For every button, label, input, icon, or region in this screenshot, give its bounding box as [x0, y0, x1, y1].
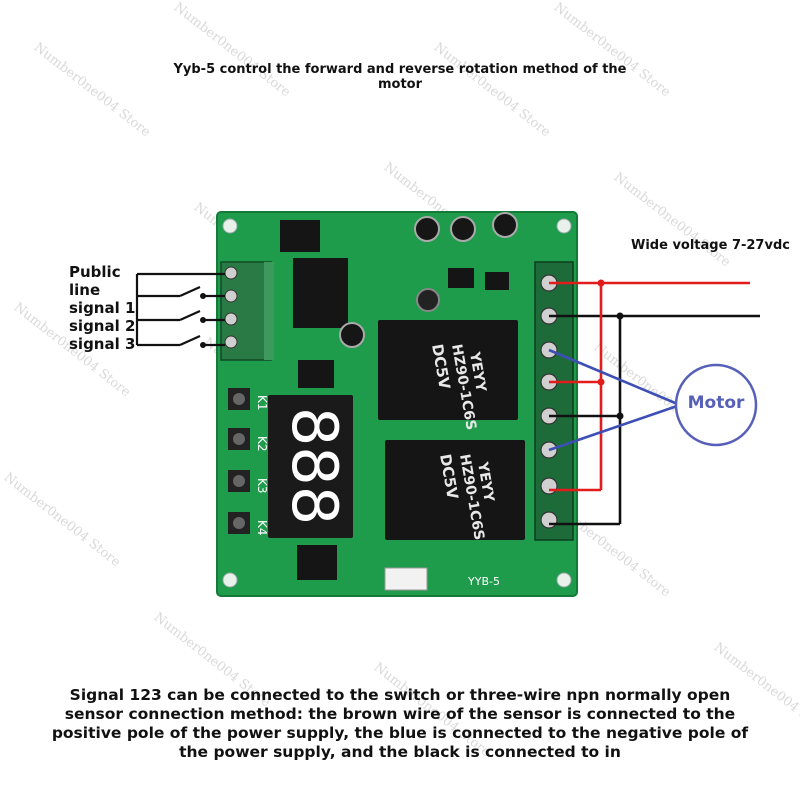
- board-model: YYB-5: [467, 575, 500, 588]
- mounting-holes: [222, 218, 572, 588]
- power-voltage-label: Wide voltage 7-27vdc: [631, 238, 790, 253]
- key-label-k2: K2: [255, 436, 269, 452]
- relay-2: YEYY HZ90-1C6S DC5V: [385, 440, 525, 541]
- motor-symbol: [674, 363, 758, 447]
- key-button-k3[interactable]: [228, 470, 250, 492]
- title-line-2: motor: [377, 77, 423, 92]
- key-label-k3: K3: [255, 478, 269, 494]
- input-terminal-block: [220, 261, 274, 361]
- power-wiring: [548, 281, 760, 526]
- bottom-connector: [384, 567, 428, 591]
- key-label-k1: K1: [255, 395, 269, 411]
- relay-2-brand: YEYY: [474, 460, 497, 504]
- description: Signal 123 can be connected to the switc…: [20, 686, 780, 762]
- description-line-1: Signal 123 can be connected to the switc…: [69, 686, 731, 704]
- signal-labels: Public line signal 1 signal 2 signal 3: [69, 263, 135, 353]
- label-signal-1: signal 1: [69, 299, 136, 317]
- capacitors: [339, 212, 518, 348]
- motor-label: Motor: [687, 393, 745, 413]
- key-buttons: K1 K2 K3 K4: [228, 388, 269, 536]
- description-line-4: the power supply, and the black is conne…: [179, 743, 621, 761]
- display-digits: 888: [278, 407, 351, 525]
- description-line-3: positive pole of the power supply, the b…: [51, 724, 749, 742]
- wire-junctions: [597, 279, 624, 420]
- key-label-k4: K4: [255, 520, 269, 536]
- diagram-title: Yyb-5 control the forward and reverse ro…: [160, 62, 640, 92]
- relay-1: YEYY HZ90-1C6S DC5V: [378, 320, 518, 431]
- key-button-k2[interactable]: [228, 428, 250, 450]
- key-button-k4[interactable]: [228, 512, 250, 534]
- signal-switch-wiring: [135, 272, 225, 347]
- relay-1-brand: YEYY: [466, 350, 489, 394]
- seven-segment-display: 888: [268, 395, 353, 538]
- description-line-2: sensor connection method: the brown wire…: [64, 705, 736, 723]
- power-terminal-block: [534, 261, 574, 541]
- title-line-1: Yyb-5 control the forward and reverse ro…: [173, 62, 627, 77]
- label-line: line: [69, 281, 101, 299]
- label-signal-2: signal 2: [69, 317, 136, 335]
- ic-chips: [280, 220, 509, 580]
- pcb-board: YEYY HZ90-1C6S DC5V YEYY HZ90-1C6S DC5V …: [216, 211, 578, 597]
- label-signal-3: signal 3: [69, 335, 136, 353]
- label-public: Public: [69, 263, 121, 281]
- key-button-k1[interactable]: [228, 388, 250, 410]
